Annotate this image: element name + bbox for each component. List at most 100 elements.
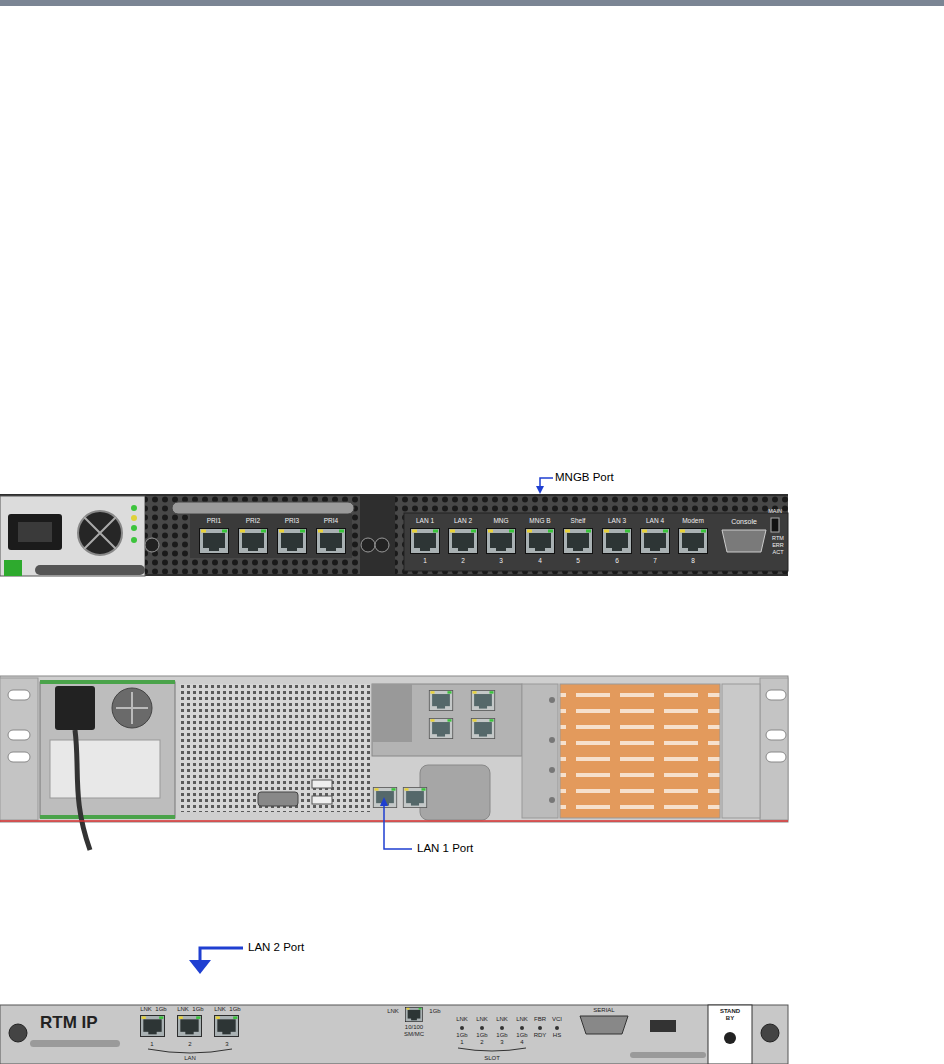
chassis-panel: [564, 529, 593, 554]
chassis-panel: [373, 787, 396, 807]
label-text: 1Gb: [429, 1008, 440, 1015]
chassis-panel: [372, 684, 522, 756]
label-text: RTM IP: [40, 1014, 98, 1033]
rtm-panel: [580, 1016, 628, 1034]
rtm-panel: [538, 1026, 542, 1030]
label-text: LAN 4: [646, 517, 664, 524]
chassis-panel: [312, 780, 332, 788]
chassis-panel: [131, 537, 137, 543]
chassis-panel: [145, 496, 360, 574]
rtm-panel: [555, 1026, 559, 1030]
chassis-panel: [420, 765, 490, 820]
chassis-panel: [145, 538, 159, 552]
label-text: LAN 1: [416, 517, 434, 524]
label-text: 3: [499, 557, 503, 564]
label-text: ERR: [772, 542, 784, 548]
chassis-panel: [312, 796, 332, 804]
label-text: 2: [480, 1039, 483, 1046]
label-text: LAN 1 Port: [417, 842, 473, 855]
chassis-panel: [40, 680, 175, 684]
rtm-panel: [500, 1026, 504, 1030]
label-text: PRI1: [207, 517, 221, 524]
label-text: HS: [553, 1032, 561, 1039]
chassis-panel: [411, 529, 440, 554]
rtm-panel: [9, 1024, 27, 1042]
chassis-panel: [78, 511, 122, 555]
leader-arrow: [380, 797, 412, 849]
label-text: 10/100: [405, 1024, 423, 1031]
label-text: VCI: [552, 1016, 562, 1023]
chassis-panel: [75, 730, 90, 850]
chassis-panel: [0, 820, 788, 822]
chassis-panel: [429, 690, 452, 710]
rtm-panel: [708, 1005, 752, 1064]
chassis-panel: [8, 514, 62, 550]
header-bar: [0, 0, 944, 6]
label-text: PRI4: [324, 517, 338, 524]
label-text: 1: [150, 1041, 153, 1048]
chassis-panel: [487, 529, 516, 554]
label-text: 1Gb: [516, 1032, 527, 1039]
chassis-panel: [722, 530, 766, 552]
rtm-panel: [630, 1052, 706, 1058]
rtm-panel: [0, 1005, 788, 1064]
label-text: LAN 3: [608, 517, 626, 524]
label-text: 1Gb: [155, 1006, 166, 1013]
label-text: SLOT: [484, 1055, 500, 1062]
chassis-panel: [549, 737, 555, 743]
label-text: 3: [225, 1041, 228, 1048]
chassis-panel: [395, 496, 788, 574]
label-text: 4: [520, 1039, 523, 1046]
rtm-panel: [460, 1026, 464, 1030]
label-text: ACT: [773, 549, 784, 555]
rtm-panel: [480, 1026, 484, 1030]
chassis-panel: [8, 690, 30, 700]
label-text: 2: [461, 557, 465, 564]
chassis-panel: [471, 718, 494, 738]
leader-arrow: [384, 804, 412, 849]
chassis-panel: [40, 815, 175, 819]
label-text: 6: [615, 557, 619, 564]
label-text: LNK: [476, 1016, 488, 1023]
label-text: LNK: [496, 1016, 508, 1023]
chassis-panel: [84, 517, 116, 549]
chassis-panel: [50, 740, 160, 798]
chassis-panel: [40, 682, 175, 818]
label-text: 1Gb: [192, 1006, 203, 1013]
chassis-panel: [449, 529, 478, 554]
rtm-panel: [520, 1026, 524, 1030]
leader-arrow: [536, 478, 553, 494]
label-text: LNK: [177, 1006, 189, 1013]
label-text: 1: [423, 557, 427, 564]
leader-arrow: [200, 948, 243, 962]
chassis-panel: [112, 688, 152, 728]
chassis-panel: [766, 690, 786, 700]
leader-arrow: [189, 960, 211, 974]
rtm-panel: [406, 1007, 423, 1021]
label-text: FBR: [534, 1016, 546, 1023]
label-text: RDY: [534, 1032, 547, 1039]
label-text: 3: [500, 1039, 503, 1046]
label-text: 1: [460, 1039, 463, 1046]
chassis-panel: [771, 518, 779, 532]
label-text: RTM: [772, 535, 784, 541]
chassis-panel: [429, 718, 452, 738]
rtm-panel: [0, 1005, 788, 1064]
rtm-panel: [761, 1024, 779, 1042]
chassis-panel: [404, 513, 788, 571]
rtm-panel: [140, 1016, 164, 1037]
label-text: LAN: [184, 1055, 196, 1062]
chassis-panel: [361, 538, 375, 552]
label-text: 1Gb: [496, 1032, 507, 1039]
chassis-panel: [549, 697, 555, 703]
chassis-panel: [8, 730, 30, 740]
leader-arrow: [380, 797, 388, 806]
label-text: LNK: [516, 1016, 528, 1023]
rtm-panel: [177, 1016, 201, 1037]
rtm-panel: [148, 1049, 232, 1053]
chassis-panel: [603, 529, 632, 554]
label-text: 1Gb: [476, 1032, 487, 1039]
chassis-panel: [760, 678, 788, 820]
label-text: LNK: [456, 1016, 468, 1023]
